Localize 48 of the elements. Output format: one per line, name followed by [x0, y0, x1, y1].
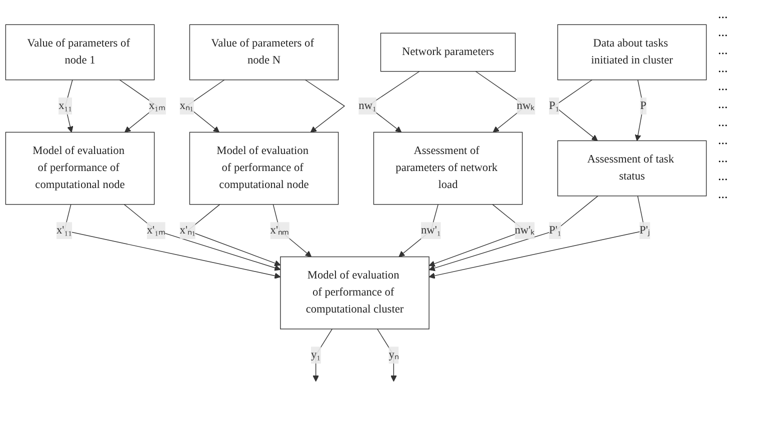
ellipsis-label: ... [718, 114, 729, 130]
flowchart: x₁₁ x₁ₘ xₙ₁ nw₁ nwₖ P₁ P x'₁₁ x'₁ₘ x'ₙ₁ x'ₙₘ nw'₁ nw'ₖ P'₁ P'ⱼ y₁ yₙ Value of parameters of node 1 Value of parameters of node N Network parameters Data about tasks initiated in cluster Model of evaluation of performance of computational node Model of evaluation of performance of computational node Assessment of parameters of network load Assessment of task status Model of evaluation of performance of computational cluster [0, 19, 712, 409]
edge-label: x'₁ₘ [146, 224, 166, 237]
node-box [557, 24, 707, 81]
arrow [634, 80, 644, 142]
edge-label: P₁ [549, 100, 560, 112]
arrow [428, 196, 646, 280]
edge-label: x'₁₁ [56, 224, 72, 237]
arrow [304, 80, 346, 133]
arrow [428, 196, 598, 272]
edge-label: yₙ [388, 349, 399, 362]
node-box [189, 24, 339, 81]
edge-label: P [640, 100, 646, 112]
edge-label: nw'₁ [421, 224, 441, 237]
ellipsis-label: ... [718, 24, 729, 40]
ellipsis-label: ... [718, 150, 729, 166]
node-box [380, 33, 516, 72]
ellipsis-label: ... [718, 6, 729, 22]
edge-label: y₁ [311, 349, 321, 362]
node-box [373, 132, 523, 206]
node-box [189, 132, 339, 206]
edge-label: x₁ₘ [148, 100, 166, 112]
edge-label: xₙ₁ [180, 100, 194, 112]
edge-label: nw₁ [358, 100, 376, 112]
ellipsis-label: ... [718, 42, 729, 58]
arrow [376, 329, 397, 382]
ellipsis-label: ... [718, 78, 729, 94]
edge-label: x'ₙ₁ [180, 224, 196, 237]
node-box [5, 132, 155, 206]
arrow [124, 204, 281, 272]
edge-label: nw'ₖ [514, 224, 535, 237]
edge-label: P'₁ [549, 224, 562, 237]
ellipsis-label: ... [718, 168, 729, 184]
arrow [272, 204, 312, 258]
edge-label: x₁₁ [58, 100, 72, 112]
ellipsis-label: ... [718, 60, 729, 76]
ellipsis-label: ... [718, 96, 729, 112]
ellipsis-label: ... [718, 132, 729, 148]
edge-label: x'ₙₘ [270, 224, 290, 237]
node-box [5, 24, 155, 81]
node-box [557, 140, 707, 197]
arrow [312, 329, 333, 382]
node-box [280, 256, 430, 330]
edge-label: P'ⱼ [640, 224, 650, 237]
arrow [398, 204, 438, 258]
arrow [64, 204, 281, 280]
edge-label: nwₖ [516, 100, 535, 112]
ellipsis-label: ... [718, 186, 729, 202]
